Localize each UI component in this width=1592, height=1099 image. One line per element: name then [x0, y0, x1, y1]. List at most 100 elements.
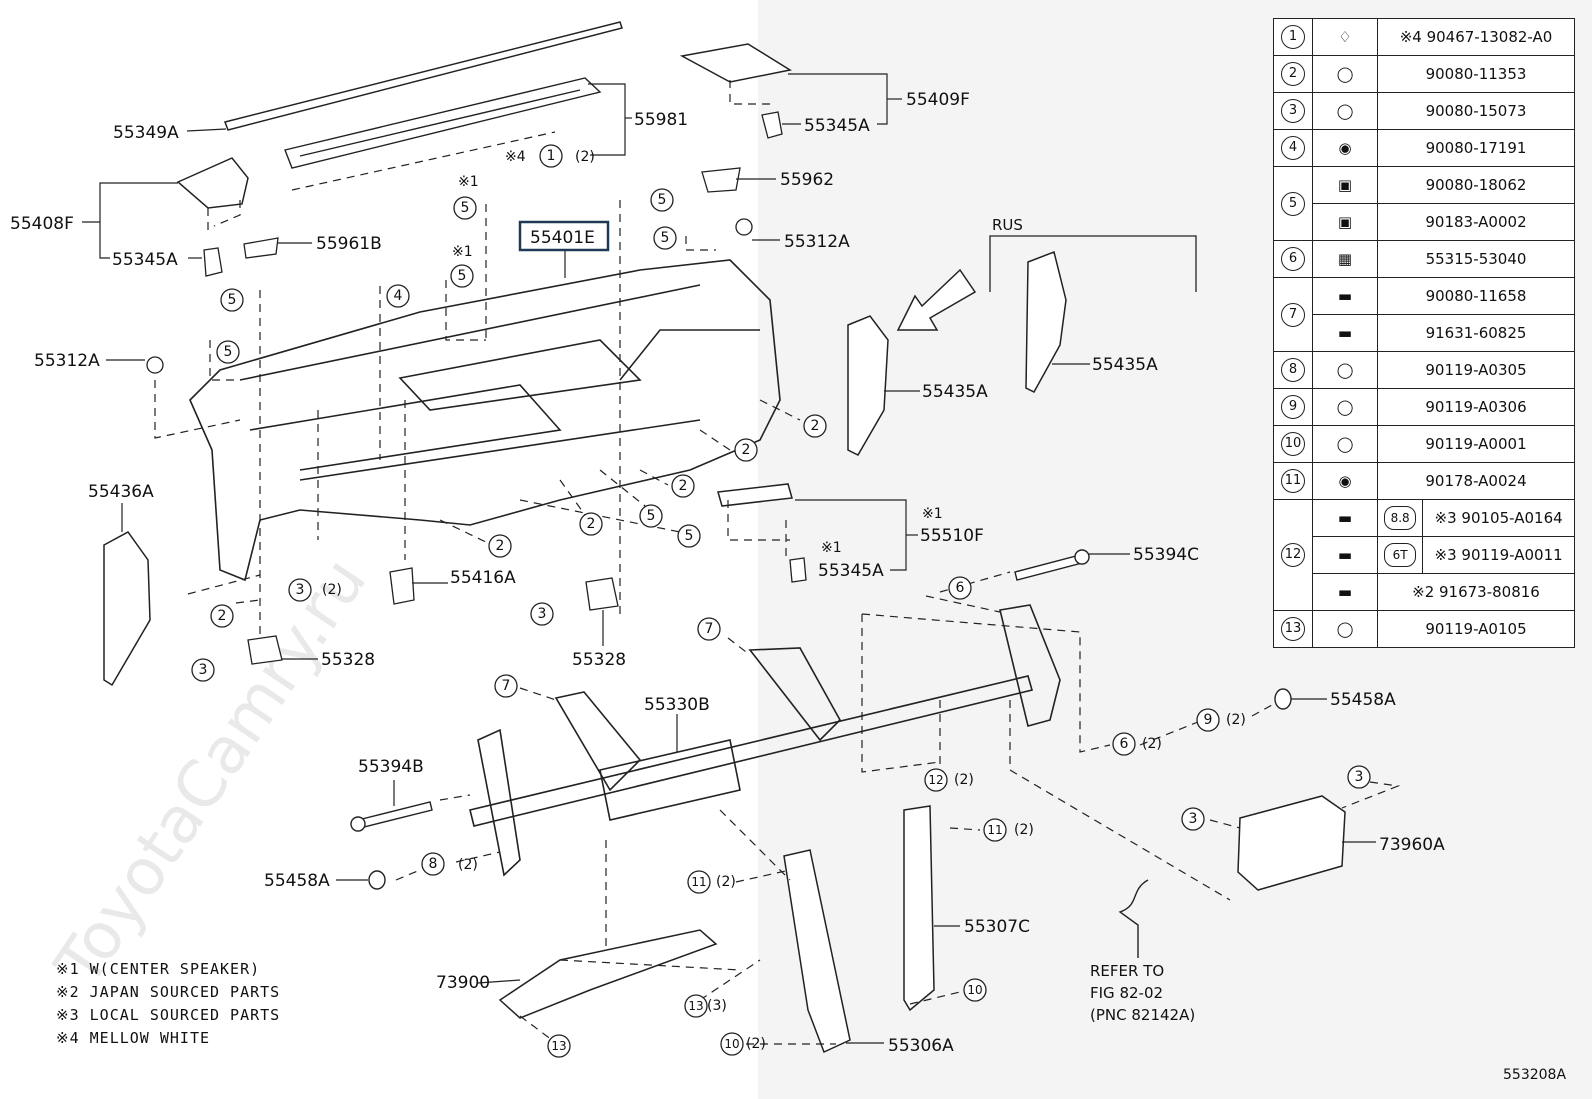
- table-row: ▬ 91631-60825: [1274, 314, 1575, 352]
- svg-text:5: 5: [461, 200, 470, 216]
- label-55328-left: 55328: [321, 650, 375, 670]
- part-number: 90119-A0305: [1377, 351, 1575, 389]
- svg-text:5: 5: [224, 344, 233, 360]
- callout-2: 2: [803, 414, 827, 438]
- row-number: 13: [1281, 617, 1305, 641]
- callout-7: 7: [697, 617, 721, 641]
- row-number: 6: [1281, 247, 1305, 271]
- module-73960A-drawing: [1237, 795, 1346, 891]
- svg-text:7: 7: [705, 621, 714, 637]
- svg-text:5: 5: [661, 230, 670, 246]
- row-number: 11: [1281, 469, 1305, 493]
- part-number: ※3 90105-A0164: [1422, 499, 1575, 537]
- table-row: 2 ◯ 90080-11353: [1273, 55, 1575, 93]
- qty-mark-b: (2): [322, 582, 342, 598]
- grommet-55458A-right-drawing: [1274, 688, 1292, 710]
- defroster-grille-drawing: [284, 77, 602, 169]
- row-number: 2: [1281, 62, 1305, 86]
- label-55307C: 55307C: [964, 917, 1030, 937]
- callout-11: 11: [983, 818, 1007, 842]
- diagram-code: 553208A: [1503, 1067, 1567, 1083]
- svg-text:2: 2: [742, 442, 751, 458]
- row-number: 5: [1281, 191, 1305, 216]
- callout-2: 2: [488, 534, 512, 558]
- label-73960A: 73960A: [1379, 835, 1445, 855]
- label-55328-mid: 55328: [572, 650, 626, 670]
- label-55394C: 55394C: [1133, 545, 1199, 565]
- callout-6: 6: [948, 576, 972, 600]
- rus-bracket-drawing: [989, 235, 1197, 292]
- callout-5: 5: [450, 264, 474, 288]
- part-labels: 55349A 55981 55409F 55345A 55962 55312A …: [10, 90, 1445, 1056]
- refer-line-1: REFER TO: [1090, 962, 1164, 980]
- bolt-55394C-drawing: [1014, 549, 1090, 581]
- brace-55307C-drawing: [903, 805, 935, 1012]
- part-number: 90080-17191: [1377, 129, 1575, 167]
- svg-text:2: 2: [496, 538, 505, 554]
- callout-3: 3: [1347, 765, 1371, 789]
- table-row: 9 ◯ 90119-A0306: [1273, 388, 1575, 426]
- callout-2: 2: [671, 474, 695, 498]
- callout-3: 3: [191, 658, 215, 682]
- svg-text:6: 6: [956, 580, 965, 596]
- svg-text:2: 2: [218, 608, 227, 624]
- table-row: 5 ▣ 90080-18062: [1273, 166, 1575, 241]
- row-number: 4: [1281, 136, 1305, 160]
- svg-text:9: 9: [1204, 712, 1213, 728]
- callout-13: 13: [547, 1034, 571, 1058]
- screw-icon: ◯: [1336, 361, 1354, 379]
- corner-cover-55408F-drawing: [176, 157, 249, 209]
- svg-text:1: 1: [547, 148, 556, 164]
- refer-line-2: FIG 82-02: [1090, 984, 1163, 1002]
- svg-text:5: 5: [228, 292, 237, 308]
- qty-mark-g: (2): [458, 857, 478, 873]
- svg-text:8: 8: [429, 856, 438, 872]
- callout-12: 12: [924, 768, 948, 792]
- callout-7: 7: [494, 674, 518, 698]
- dashed-guides: [154, 80, 1401, 1045]
- callout-1: 1: [539, 144, 563, 168]
- callout-8: 8: [421, 852, 445, 876]
- label-55312A-right: 55312A: [784, 232, 850, 252]
- table-row: 7 ▬ 90080-11658: [1273, 277, 1575, 352]
- part-number: 90080-11353: [1377, 55, 1575, 93]
- svg-text:6: 6: [1120, 736, 1129, 752]
- svg-text:3: 3: [296, 582, 305, 598]
- callout-5: 5: [453, 196, 477, 220]
- callout-5: 5: [639, 504, 663, 528]
- callout-9: 9: [1196, 708, 1220, 732]
- svg-text:11: 11: [691, 875, 706, 889]
- label-55458A-left: 55458A: [264, 871, 330, 891]
- label-55345A-top: 55345A: [804, 116, 870, 136]
- callout-13: 13: [684, 994, 708, 1018]
- callout-10: 10: [720, 1032, 744, 1056]
- label-55409F: 55409F: [906, 90, 970, 110]
- nut-icon: ◉: [1338, 139, 1352, 157]
- part-number: 90183-A0002: [1377, 203, 1575, 241]
- screw-icon: ◯: [1336, 398, 1354, 416]
- svg-text:2: 2: [679, 478, 688, 494]
- svg-text:12: 12: [928, 773, 943, 787]
- qty-mark-a: (2): [575, 149, 595, 165]
- label-55458A-right: 55458A: [1330, 690, 1396, 710]
- table-row: ▬ 6T ※3 90119-A0011: [1274, 536, 1575, 574]
- bolt-icon: ▬: [1337, 546, 1353, 564]
- part-number: 90080-11658: [1377, 277, 1575, 315]
- label-55312A-left: 55312A: [34, 351, 100, 371]
- callout-5: 5: [677, 524, 701, 548]
- table-row: 4 ◉ 90080-17191: [1273, 129, 1575, 167]
- svg-text:3: 3: [1189, 811, 1198, 827]
- part-number: ※3 90119-A0011: [1422, 536, 1575, 574]
- bolt-icon: ▬: [1337, 583, 1353, 601]
- part-number: 90119-A0001: [1377, 425, 1575, 463]
- qty-mark-f: (2): [1014, 822, 1034, 838]
- label-55981: 55981: [634, 110, 688, 130]
- qty-mark-i: (3): [707, 998, 727, 1014]
- svg-text:5: 5: [647, 508, 656, 524]
- side-panel-55435A-left-drawing: [847, 315, 889, 456]
- table-row: 3 ◯ 90080-15073: [1273, 92, 1575, 130]
- table-row: 12 ▬ 8.8 ※3 90105-A0164: [1273, 499, 1575, 611]
- clip-icon: ♢: [1338, 28, 1352, 46]
- parts-reference-table: 1 ♢ ※4 90467-13082-A0 2 ◯ 90080-11353 3 …: [1273, 18, 1575, 648]
